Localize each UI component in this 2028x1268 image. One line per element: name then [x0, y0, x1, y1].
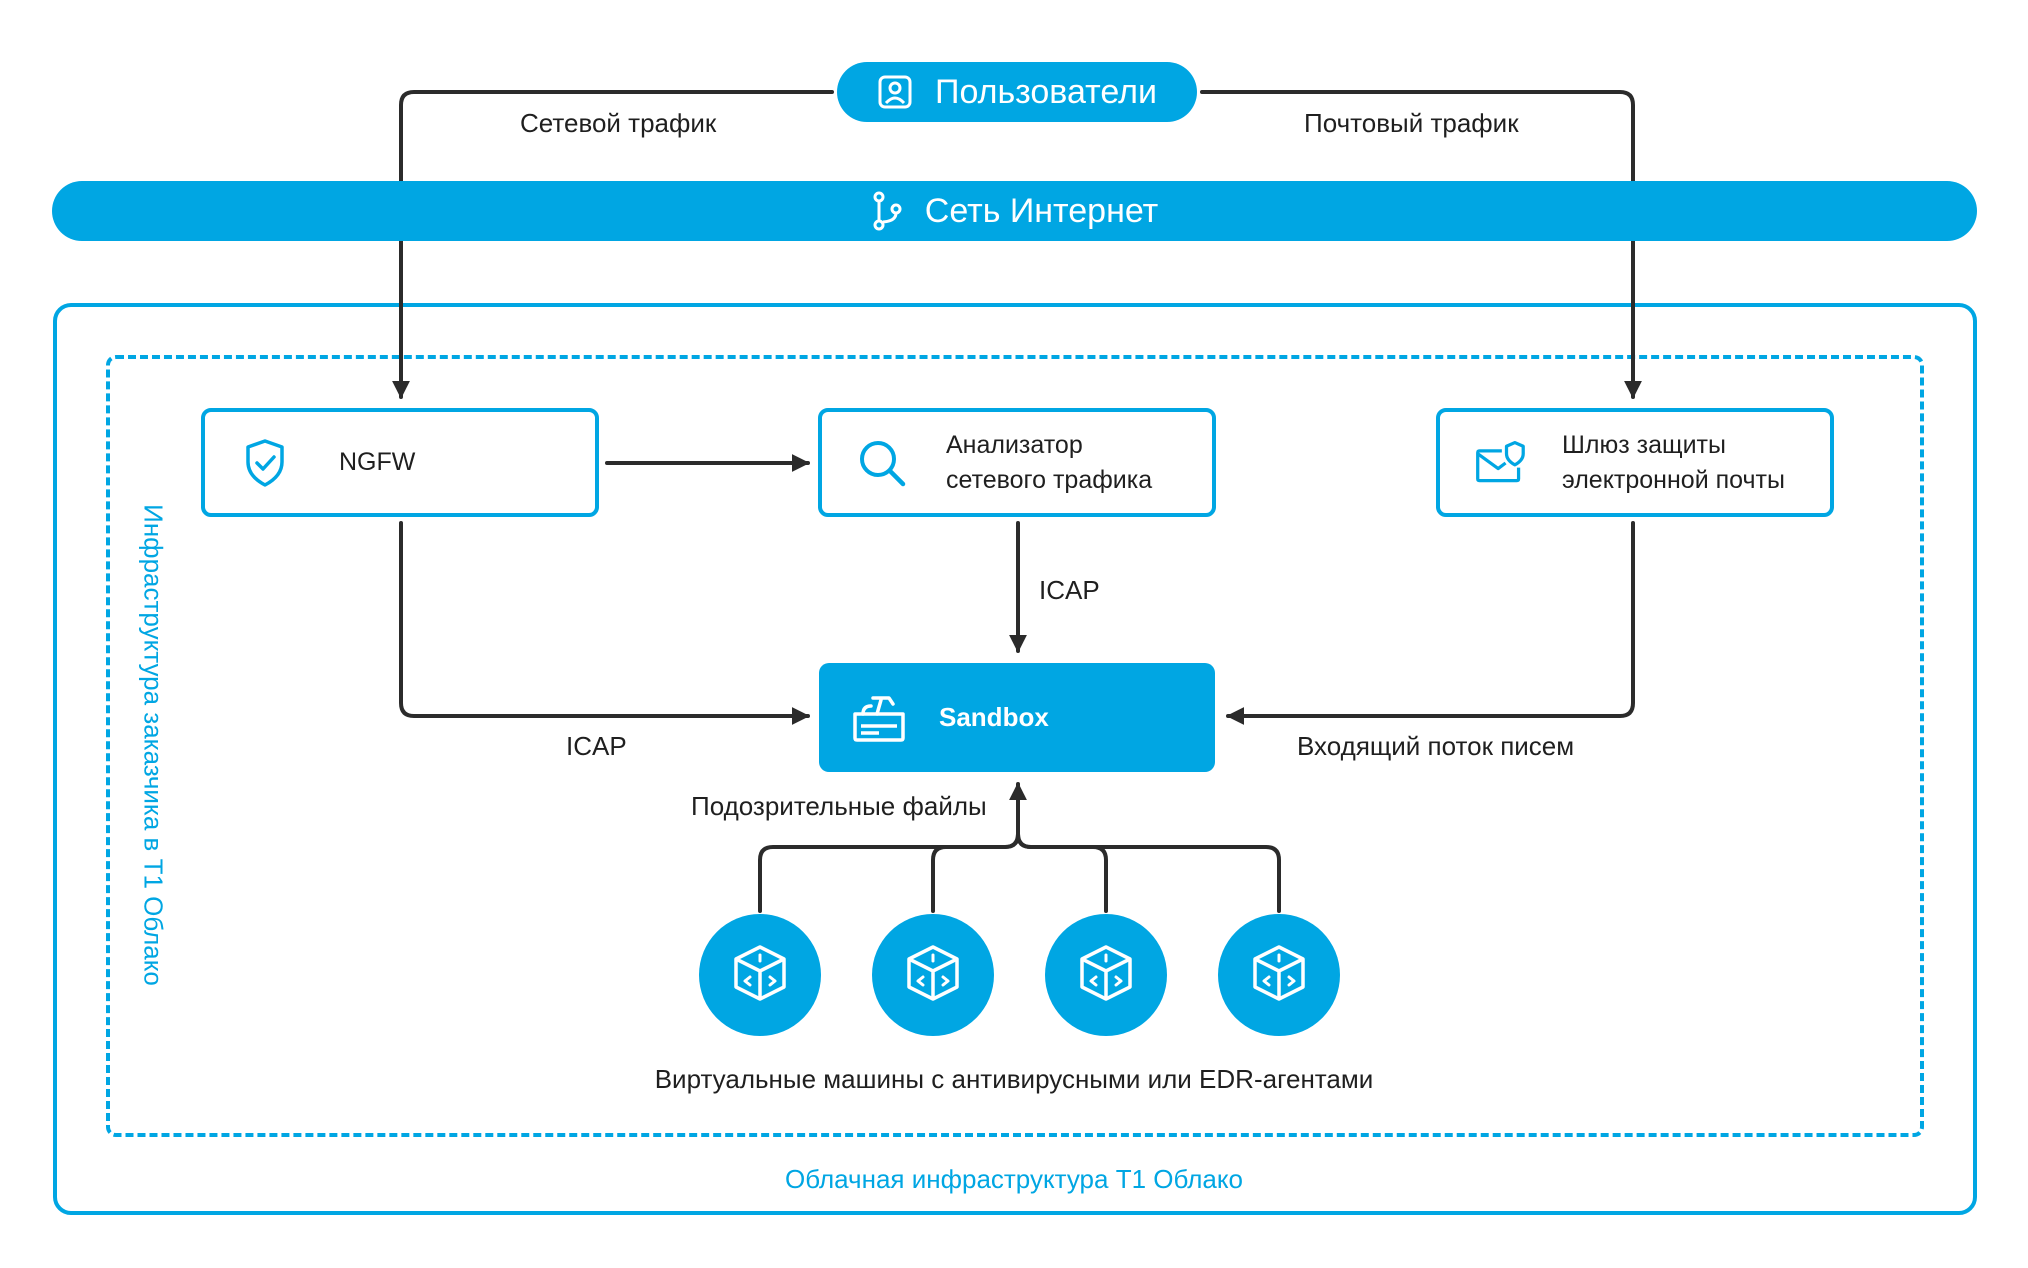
mail-gateway-line2: электронной почты: [1562, 465, 1785, 494]
mail-gateway-label: Шлюз защиты электронной почты: [1562, 428, 1785, 498]
sandbox-icon: [849, 692, 909, 744]
cloud-infrastructure-label: Облачная инфраструктура Т1 Облако: [785, 1164, 1243, 1194]
traffic-analyzer-node: Анализатор сетевого трафика: [818, 408, 1216, 517]
customer-infrastructure-frame: [106, 355, 1924, 1137]
vm-cube-icon: [1247, 941, 1311, 1010]
vm-node-4: [1218, 914, 1340, 1036]
mail-gateway-node: Шлюз защиты электронной почты: [1436, 408, 1834, 517]
network-traffic-label: Сетевой трафик: [520, 108, 717, 138]
icap-analyzer-label: ICAP: [1039, 575, 1100, 605]
shield-check-icon: [239, 438, 291, 488]
mail-shield-icon: [1474, 438, 1526, 488]
vm-cube-icon: [728, 941, 792, 1010]
vm2-link-line: [931, 832, 1020, 913]
sandbox-label: Sandbox: [939, 702, 1049, 732]
traffic-analyzer-line1: Анализатор: [946, 430, 1083, 459]
suspicious-files-label: Подозрительные файлы: [691, 791, 987, 821]
mail-gateway-line1: Шлюз защиты: [1562, 430, 1726, 459]
internet-node: Сеть Интернет: [52, 181, 1977, 241]
internet-label: Сеть Интернет: [924, 191, 1159, 230]
users-label: Пользователи: [935, 72, 1157, 111]
network-traffic-line: [392, 90, 834, 399]
vm4-link-line: [1016, 832, 1281, 913]
vm-node-1: [699, 914, 821, 1036]
mail-to-sandbox-line: [1226, 521, 1635, 725]
cloud-infrastructure-frame: [53, 303, 1977, 1215]
traffic-analyzer-label: Анализатор сетевого трафика: [946, 428, 1152, 498]
vm-cube-icon: [1074, 941, 1138, 1010]
magnifier-icon: [856, 437, 908, 489]
sandbox-node: Sandbox: [819, 663, 1215, 772]
vm-node-3: [1045, 914, 1167, 1036]
vm-node-2: [872, 914, 994, 1036]
icap-ngfw-label: ICAP: [566, 731, 627, 761]
traffic-analyzer-line2: сетевого трафика: [946, 465, 1153, 494]
vm-cube-icon: [901, 941, 965, 1010]
ngfw-to-sandbox-line: [399, 521, 810, 725]
git-branch-icon: [871, 191, 903, 231]
mail-traffic-line: [1200, 90, 1642, 399]
ngfw-label: NGFW: [339, 448, 416, 476]
user-badge-icon: [877, 74, 913, 110]
users-node: Пользователи: [837, 62, 1197, 122]
ngfw-node: NGFW: [201, 408, 599, 517]
mail-traffic-label: Почтовый трафик: [1304, 108, 1519, 138]
vms-caption: Виртуальные машины с антивирусными или E…: [654, 1064, 1374, 1094]
incoming-mail-label: Входящий поток писем: [1297, 731, 1575, 761]
